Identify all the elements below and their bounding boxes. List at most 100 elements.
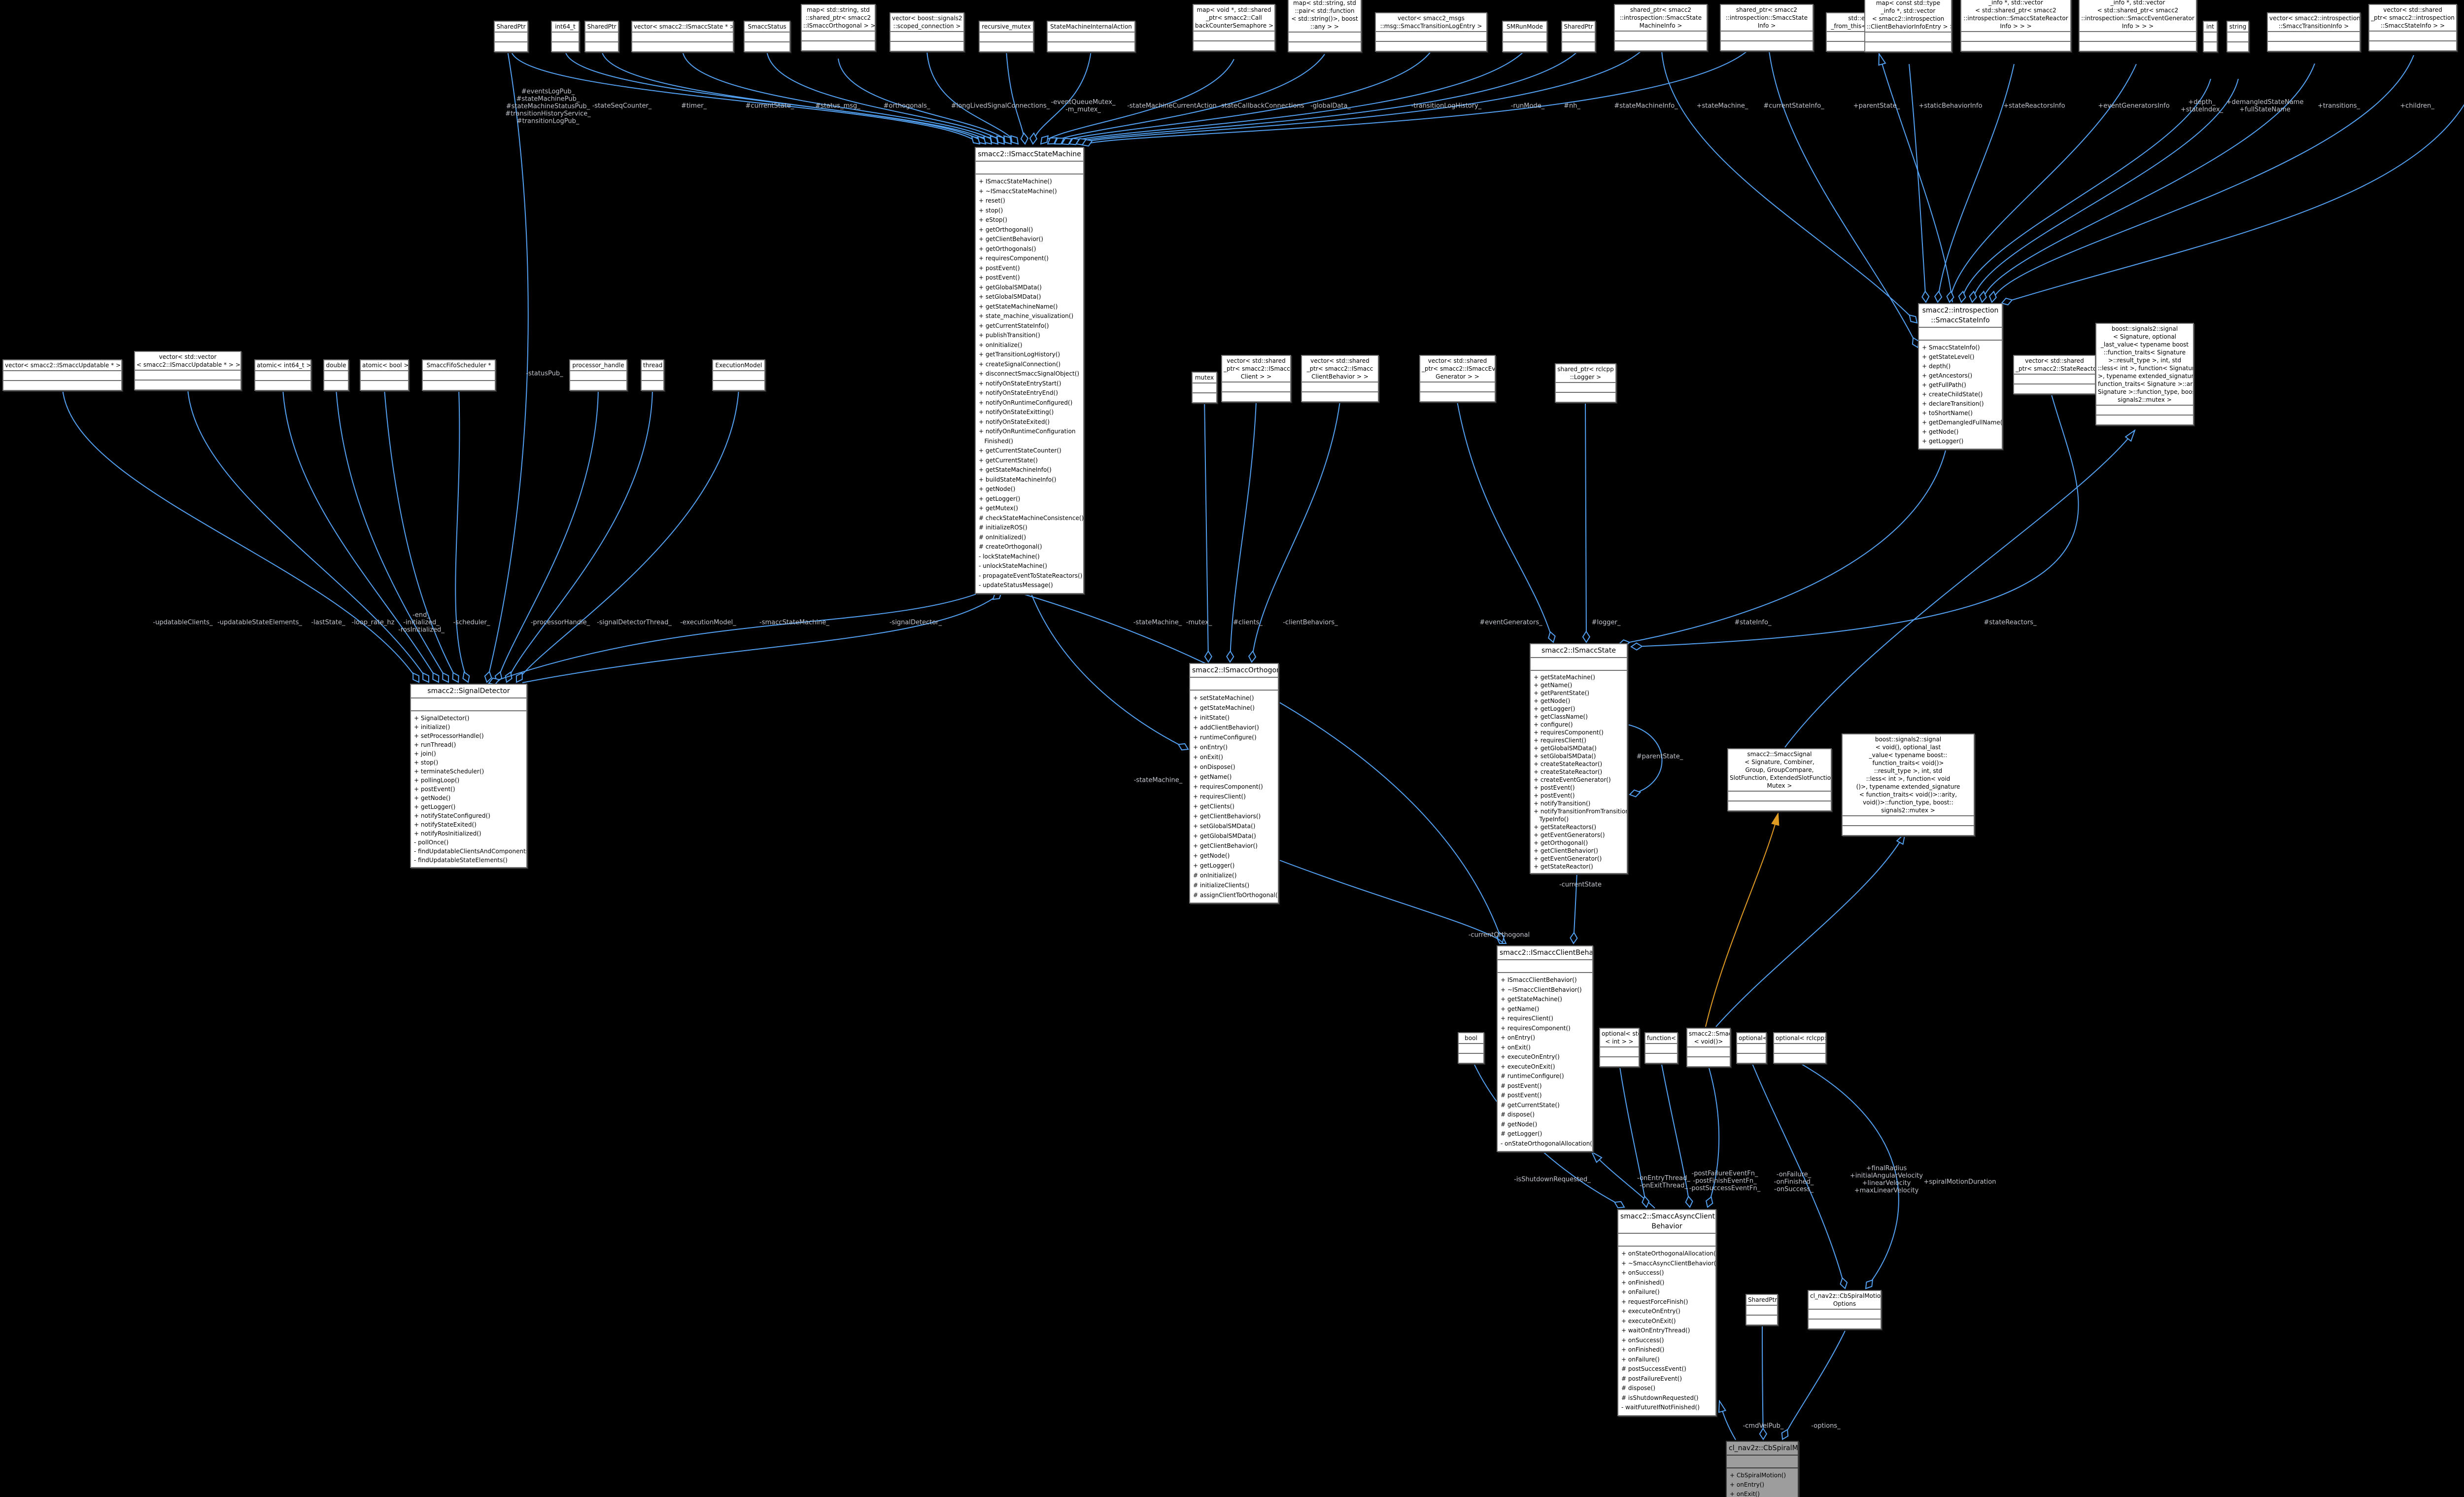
class-node-statemachine-internal-action[interactable]: StateMachineInternalAction	[1047, 21, 1135, 52]
node-title-line: signals2::mutex >	[1881, 807, 1935, 814]
class-node-optional-future[interactable]: optional< std::future< int > >	[1599, 1028, 1640, 1067]
member: # postFailureEvent()	[1621, 1375, 1682, 1382]
member: # initializeROS()	[979, 524, 1027, 531]
member: + reset()	[979, 197, 1005, 204]
class-node-map-globaldata[interactable]: map< std::string, std::pair< std::functi…	[1288, 0, 1362, 52]
node-title-line: function< void()>	[1647, 1035, 1677, 1042]
class-node-sharedptr-logger[interactable]: shared_ptr< rclcpp::Logger >	[1555, 363, 1616, 403]
member: + executeOnExit()	[1621, 1317, 1676, 1324]
edge	[384, 389, 459, 683]
class-node-bool[interactable]: bool	[1458, 1032, 1484, 1064]
node-title-line: smacc2::ISmaccClientBehavior	[1500, 949, 1592, 957]
class-node-thread[interactable]: thread	[641, 359, 664, 391]
attributes-compartment	[3, 370, 121, 380]
edge-label-line: #longLivedSignalConnections_	[951, 102, 1050, 110]
edge-label-line: #stateMachineInfo_	[1614, 102, 1678, 110]
node-title-line: ::pair< std::function	[1295, 7, 1355, 14]
edge-label: -statusPub_	[526, 370, 563, 378]
class-node-vector-shared-stateinfo[interactable]: vector< std::shared_ptr< smacc2::introsp…	[2368, 4, 2457, 51]
edge-label: -stateSeqCounter_	[592, 103, 652, 110]
node-title-line: map< const std::type	[1876, 0, 1941, 6]
class-node-smaccstateinfo[interactable]: smacc2::introspection::SmaccStateInfo+ S…	[1918, 303, 2003, 450]
class-node-mutex[interactable]: mutex	[1192, 372, 1217, 403]
class-node-vector-scoped-connection[interactable]: vector< boost::signals2::scoped_connecti…	[890, 12, 964, 52]
member: + requiresComponent()	[1501, 1024, 1571, 1032]
member: # isShutdownRequested()	[1621, 1394, 1699, 1401]
class-node-vector-statereactor[interactable]: vector< std::shared_ptr< smacc2::StateRe…	[2013, 355, 2096, 394]
class-node-recursive-mutex[interactable]: recursive_mutex	[979, 21, 1034, 52]
member: + notifyOnRuntimeConfiguration	[979, 428, 1076, 435]
attributes-compartment	[980, 32, 1033, 41]
class-node-optional-duration[interactable]: optional< rclcpp::Duration >	[1773, 1032, 1826, 1064]
class-node-atomic-int64[interactable]: atomic< int64_t >	[254, 359, 311, 391]
class-node-vector-updatable[interactable]: vector< smacc2::ISmaccUpdatable * >	[2, 359, 122, 391]
node-title-line: signals2::mutex >	[2118, 396, 2172, 403]
class-node-ismaccstatemachine[interactable]: smacc2::ISmaccStateMachine+ ISmaccStateM…	[975, 147, 1084, 594]
member: + getMutex()	[979, 505, 1018, 512]
class-node-string[interactable]: string	[2226, 21, 2249, 52]
methods-compartment	[2227, 41, 2248, 51]
class-node-executionmodel[interactable]: ExecutionModel	[712, 359, 765, 391]
class-node-ismaccstate[interactable]: smacc2::ISmaccState+ getStateMachine()+ …	[1530, 643, 1628, 874]
class-node-vector-vector-updatable[interactable]: vector< std::vector< smacc2::ISmaccUpdat…	[134, 351, 241, 390]
class-node-signal-signature[interactable]: boost::signals2::signal< Signature, opti…	[2095, 323, 2194, 425]
methods-compartment: + CbSpiralMotion()+ onEntry()+ onExit()	[1727, 1467, 1798, 1497]
node-title-line: < void(), optional_last	[1875, 744, 1941, 751]
attributes-compartment	[2080, 31, 2196, 41]
class-node-signaldetector[interactable]: smacc2::SignalDetector+ SignalDetector()…	[410, 684, 527, 868]
node-title-line: Info > > >	[2122, 23, 2154, 30]
class-node-sharedptr-smachineinfo[interactable]: shared_ptr< smacc2::introspection::Smacc…	[1614, 4, 1708, 51]
class-node-sharedptr-pubs[interactable]: SharedPtr	[494, 21, 528, 52]
node-title-line: shared_ptr< smacc2	[1630, 6, 1692, 13]
node-title-line: boost::signals2::signal	[1875, 736, 1942, 743]
member: + getClientBehavior()	[979, 236, 1043, 243]
class-node-optional-float[interactable]: optional< float >	[1736, 1032, 1767, 1064]
class-node-ismaccclientbehavior[interactable]: smacc2::ISmaccClientBehavior+ ISmaccClie…	[1497, 945, 1593, 1152]
class-node-map-clientbehaviorinfo[interactable]: map< const std::type_info *, std::vector…	[1864, 0, 1952, 52]
member: + getStateReactor()	[1534, 863, 1593, 870]
class-node-smaccstatus[interactable]: SmaccStatus	[744, 21, 790, 52]
class-node-vector-ismacceventgenerator[interactable]: vector< std::shared_ptr< smacc2::ISmaccE…	[1419, 355, 1496, 402]
class-node-sharedptr-cmdvel[interactable]: SharedPtr	[1745, 1294, 1778, 1325]
class-node-map-callback-semaphore[interactable]: map< void *, std::shared_ptr< smacc2::Ca…	[1193, 4, 1275, 51]
class-node-sharedptr-timer[interactable]: SharedPtr	[584, 21, 619, 52]
member: + getCurrentStateCounter()	[979, 447, 1061, 454]
class-node-function-void[interactable]: function< void()>	[1644, 1032, 1678, 1064]
class-node-int[interactable]: int	[2203, 21, 2218, 52]
class-node-smaccfifoscheduler[interactable]: SmaccFifoScheduler *	[422, 359, 496, 391]
edge-label: -loop_rate_hz	[352, 619, 395, 627]
class-node-sharedptr-stateinfo[interactable]: shared_ptr< smacc2::introspection::Smacc…	[1720, 4, 1814, 51]
class-node-map-orthogonals[interactable]: map< std::string, std::shared_ptr< smacc…	[801, 4, 876, 51]
class-node-smaccsignal-void[interactable]: smacc2::SmaccSignal< void()>	[1686, 1028, 1731, 1067]
class-node-vector-ismaccstate-ptr[interactable]: vector< smacc2::ISmaccState * >	[631, 21, 734, 52]
edge-label-line: -options_	[1811, 1422, 1841, 1430]
class-node-map-statereactorinfo[interactable]: map< const std::type_info *, std::vector…	[1960, 0, 2071, 52]
methods-compartment	[1737, 1053, 1766, 1063]
edge-label-line: #eventsLogPub_	[521, 88, 575, 96]
class-node-map-eventgeneratorinfo[interactable]: map< const std::type_info *, std::vector…	[2079, 0, 2197, 52]
edge-label-line: +maxLinearVelocity	[1854, 1187, 1919, 1194]
class-node-vector-transitioninfo[interactable]: vector< smacc2::introspection::SmaccTran…	[2267, 12, 2361, 52]
class-node-signal-void[interactable]: boost::signals2::signal< void(), optiona…	[1842, 733, 1975, 836]
class-node-ismaccorthogonal[interactable]: smacc2::ISmaccOrthogonal+ setStateMachin…	[1189, 663, 1279, 904]
node-title-line: StateMachineInternalAction	[1050, 23, 1132, 30]
methods-compartment: + setStateMachine()+ getStateMachine()+ …	[1190, 690, 1278, 903]
class-node-cbspiralmotion[interactable]: cl_nav2z::CbSpiralMotion+ CbSpiralMotion…	[1726, 1441, 1799, 1497]
class-node-vector-transition-log[interactable]: vector< smacc2_msgs::msg::SmaccTransitio…	[1375, 12, 1487, 52]
member: + getLogger()	[1534, 705, 1575, 712]
class-node-smaccsignal-template[interactable]: smacc2::SmaccSignal< Signature, Combiner…	[1727, 748, 1832, 811]
class-node-sharedptr-nh[interactable]: SharedPtr	[1561, 21, 1596, 52]
node-title-line: ::introspection::SmaccStateReactor	[1963, 15, 2068, 22]
methods-compartment	[2268, 41, 2360, 51]
edge	[682, 50, 999, 145]
class-node-processor-handle[interactable]: processor_handle	[569, 359, 627, 391]
class-node-smrunmode[interactable]: SMRunMode	[1502, 21, 1547, 52]
member: + onDispose()	[1193, 764, 1235, 770]
class-node-double[interactable]: double	[323, 359, 349, 391]
class-node-int64[interactable]: int64_t	[551, 21, 580, 52]
class-node-atomic-bool[interactable]: atomic< bool >	[360, 359, 409, 391]
